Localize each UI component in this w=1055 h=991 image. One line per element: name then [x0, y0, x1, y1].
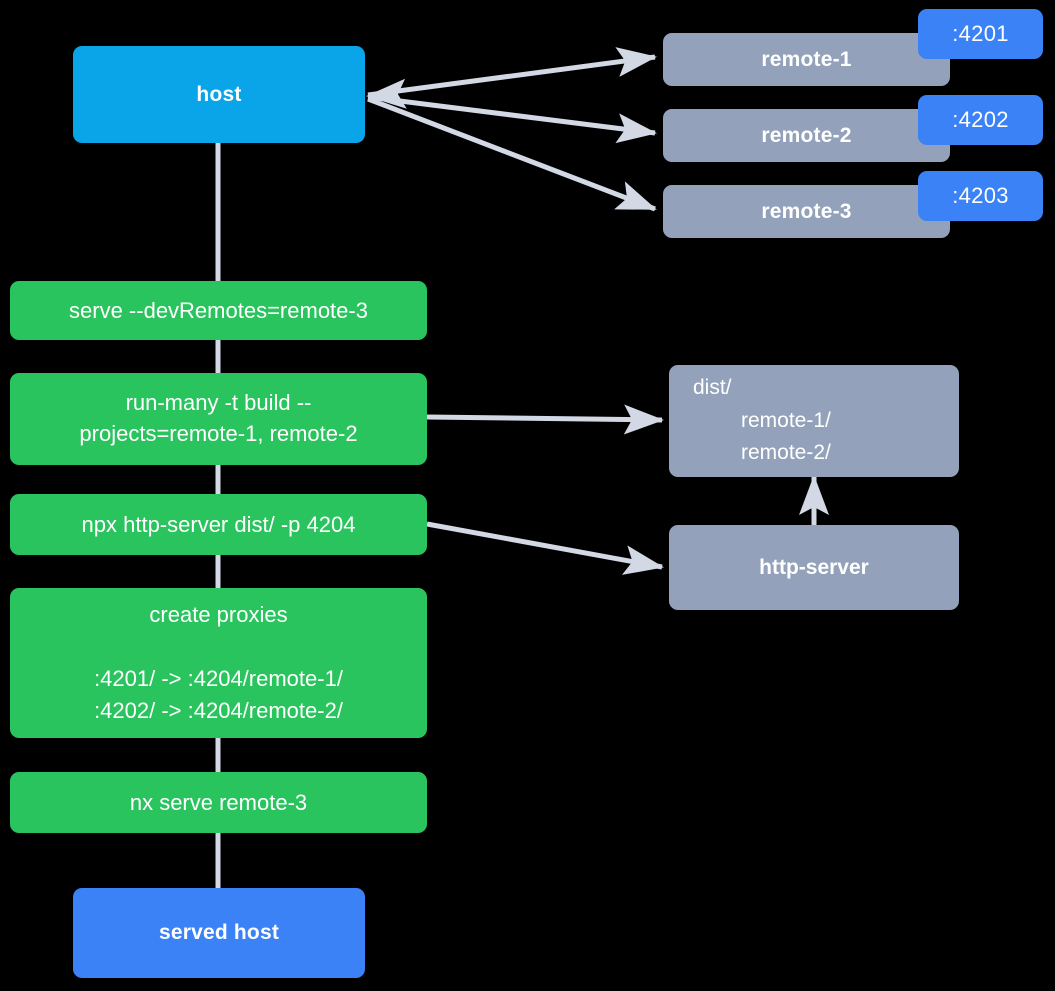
node-command-npx-http-server[interactable]: npx http-server dist/ -p 4204	[10, 494, 427, 555]
node-served-host-label: served host	[158, 921, 280, 945]
node-http-server-label: http-server	[759, 555, 869, 579]
node-command-create-proxies-line1: :4201/ -> :4204/remote-1/	[94, 666, 343, 692]
node-command-run-many-body: run-many -t build -- projects=remote-1, …	[79, 388, 357, 450]
node-remote-1-label: remote-1	[761, 47, 852, 71]
edge-host-to-remote-2	[367, 94, 657, 144]
port-badge-4202: :4202	[918, 95, 1043, 145]
node-command-serve-label: serve --devRemotes=remote-3	[69, 297, 368, 323]
node-remote-3[interactable]: remote-3	[663, 185, 950, 238]
node-command-run-many[interactable]: run-many -t build -- projects=remote-1, …	[10, 373, 427, 465]
node-command-npx-http-server-label: npx http-server dist/ -p 4204	[81, 511, 356, 537]
node-remote-2[interactable]: remote-2	[663, 109, 950, 162]
port-badge-4201: :4201	[918, 9, 1043, 59]
edge-run-many-to-dist	[426, 404, 664, 435]
edge-host-to-remote-1	[367, 47, 657, 98]
node-dist[interactable]: dist/ remote-1/ remote-2/	[669, 365, 959, 477]
node-dist-root: dist/	[693, 376, 732, 400]
node-dist-child-remote-1: remote-1/	[741, 408, 831, 432]
edge-http-server-cmd-to-http-server	[426, 521, 664, 575]
node-command-nx-serve-remote-3-label: nx serve remote-3	[129, 789, 308, 815]
node-host[interactable]: host	[73, 46, 365, 143]
node-command-create-proxies-title: create proxies	[149, 602, 288, 628]
node-command-run-many-line1: run-many -t build --	[125, 390, 312, 416]
node-command-create-proxies[interactable]: create proxies :4201/ -> :4204/remote-1/…	[10, 588, 427, 738]
node-command-create-proxies-line2: :4202/ -> :4204/remote-2/	[94, 697, 343, 723]
edge-host-inbound-marker	[366, 78, 407, 109]
node-dist-body: dist/ remote-1/ remote-2/	[669, 372, 959, 470]
port-badge-4203: :4203	[918, 171, 1043, 221]
node-host-label: host	[196, 82, 242, 106]
node-dist-child-remote-2: remote-2/	[741, 441, 831, 465]
node-remote-2-label: remote-2	[761, 123, 852, 147]
port-badge-4203-label: :4203	[952, 183, 1009, 208]
port-badge-4202-label: :4202	[952, 107, 1009, 132]
node-remote-3-label: remote-3	[761, 199, 852, 223]
node-command-nx-serve-remote-3[interactable]: nx serve remote-3	[10, 772, 427, 833]
node-command-run-many-line2: projects=remote-1, remote-2	[79, 421, 358, 446]
node-http-server[interactable]: http-server	[669, 525, 959, 610]
node-command-serve[interactable]: serve --devRemotes=remote-3	[10, 281, 427, 340]
node-served-host[interactable]: served host	[73, 888, 365, 978]
port-badge-4201-label: :4201	[952, 21, 1009, 46]
node-remote-1[interactable]: remote-1	[663, 33, 950, 86]
edge-host-to-remote-3	[367, 96, 657, 212]
